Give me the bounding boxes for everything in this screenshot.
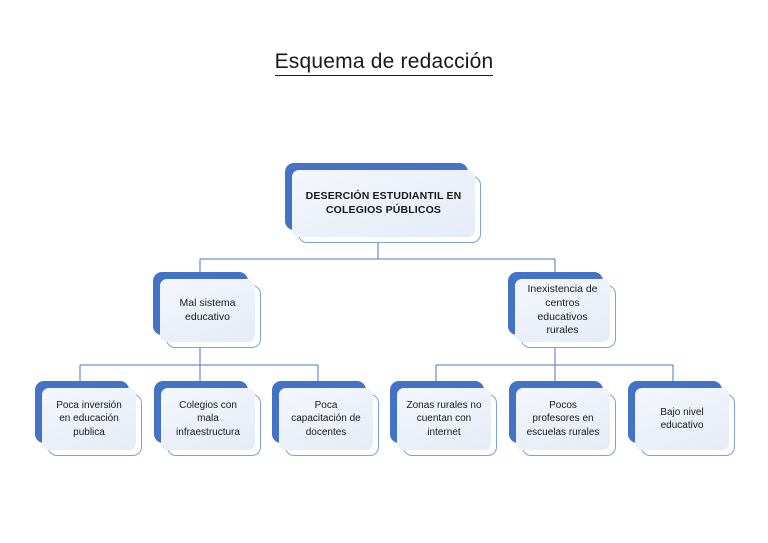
node-face-layer: Mal sistema educativo [160,279,255,342]
node-face-layer: Poca capacitación de docentes [279,388,373,450]
node-level2-mal-sistema-educativo[interactable]: Mal sistema educativo [153,272,261,348]
page-title-text: Esquema de redacción [274,50,494,76]
node-label: Inexistencia de centros educativos rural… [527,282,598,337]
node-level3-colegios-mala-infraestructura[interactable]: Colegios con mala infraestructura [154,381,261,456]
page-title: Esquema de redacción [0,50,768,76]
node-level3-zonas-rurales-sin-internet[interactable]: Zonas rurales no cuentan con internet [390,381,497,456]
node-label: Mal sistema educativo [179,296,236,323]
node-face-layer: Zonas rurales no cuentan con internet [397,388,491,450]
node-level2-inexistencia-centros-rurales[interactable]: Inexistencia de centros educativos rural… [508,272,616,348]
node-label: DESERCIÓN ESTUDIANTIL EN COLEGIOS PÚBLIC… [305,189,462,216]
node-face-layer: Poca inversión en educación publica [42,388,136,450]
node-root[interactable]: DESERCIÓN ESTUDIANTIL EN COLEGIOS PÚBLIC… [285,163,481,243]
node-label: Poca capacitación de docentes [291,400,361,438]
node-label: Pocos profesores en escuelas rurales [526,400,600,438]
node-face-layer: Pocos profesores en escuelas rurales [516,388,610,450]
node-level3-poca-capacitacion-docentes[interactable]: Poca capacitación de docentes [272,381,379,456]
node-face-layer: Colegios con mala infraestructura [161,388,255,450]
node-level3-bajo-nivel-educativo[interactable]: Bajo nivel educativo [628,381,735,456]
node-face-layer: DESERCIÓN ESTUDIANTIL EN COLEGIOS PÚBLIC… [292,170,475,237]
node-label: Zonas rurales no cuentan con internet [406,400,482,438]
node-face-layer: Bajo nivel educativo [635,388,729,450]
node-label: Poca inversión en educación publica [56,400,122,438]
node-level3-poca-inversion[interactable]: Poca inversión en educación publica [35,381,142,456]
node-label: Colegios con mala infraestructura [176,400,240,438]
node-label: Bajo nivel educativo [660,406,704,431]
node-level3-pocos-profesores-rurales[interactable]: Pocos profesores en escuelas rurales [509,381,616,456]
node-face-layer: Inexistencia de centros educativos rural… [515,279,610,342]
